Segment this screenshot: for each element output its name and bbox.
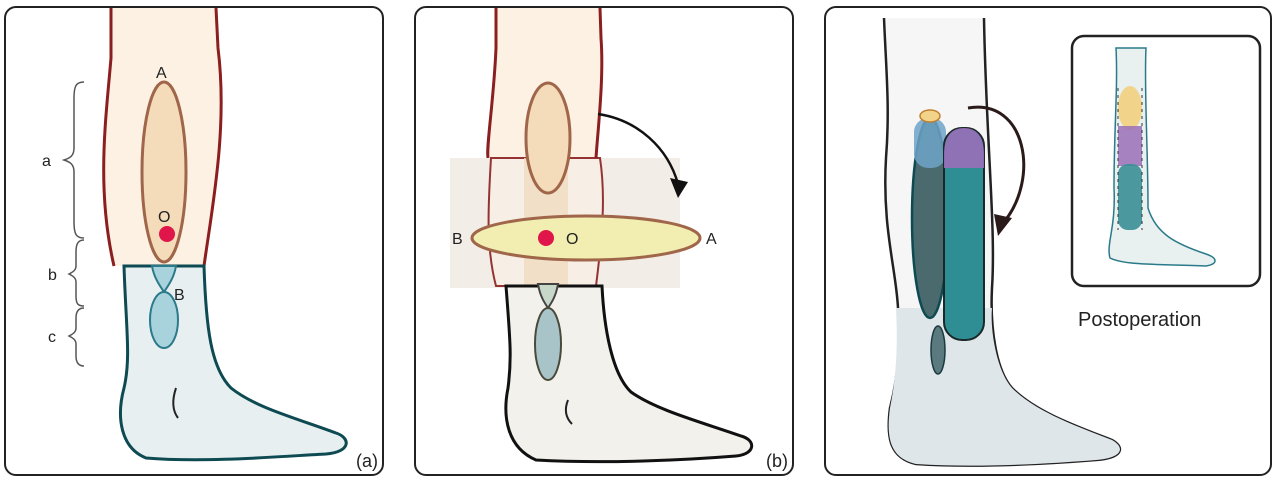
- leg-diagram-c: Postoperation: [826, 8, 1272, 476]
- panel-b-label: (b): [766, 451, 788, 472]
- inset-flap-mid: [1118, 126, 1142, 166]
- inset-caption: Postoperation: [1078, 309, 1201, 331]
- panel-b: B O A (b): [414, 6, 794, 476]
- leg-diagram-a: A O B a b c: [6, 8, 384, 476]
- foot-shape: [120, 266, 346, 460]
- point-o-label: O: [158, 209, 170, 226]
- bracket-b: [69, 240, 84, 306]
- segment-c-label: c: [48, 329, 56, 346]
- point-a-label: A: [156, 65, 167, 82]
- inset-flap-bottom: [1118, 164, 1142, 230]
- panel-a-label: (a): [356, 451, 378, 472]
- teal-flap-top: [944, 128, 984, 168]
- panel-c: Postoperation: [824, 6, 1272, 476]
- inset-flap-top: [1118, 86, 1142, 130]
- segment-b-label: b: [48, 267, 57, 284]
- lower-leg-fill: [889, 308, 1120, 466]
- dark-flap-top: [914, 118, 946, 168]
- point-b-label: B: [452, 231, 463, 248]
- point-a-label: A: [706, 231, 717, 248]
- leg-diagram-b: B O A: [416, 8, 794, 476]
- pedicle-lower: [535, 308, 561, 380]
- point-o-label: O: [566, 231, 578, 248]
- flap-tip: [920, 110, 940, 122]
- pivot-dot: [159, 226, 175, 242]
- rotated-flap: [472, 216, 700, 260]
- point-b-label: B: [174, 287, 185, 304]
- small-pedicle: [931, 326, 945, 374]
- segment-a-label: a: [42, 153, 51, 170]
- panel-a: A O B a b c (a): [4, 6, 384, 476]
- pivot-dot: [538, 230, 554, 246]
- flap-origin: [526, 83, 570, 193]
- bracket-c: [69, 308, 84, 366]
- bracket-a: [64, 82, 84, 238]
